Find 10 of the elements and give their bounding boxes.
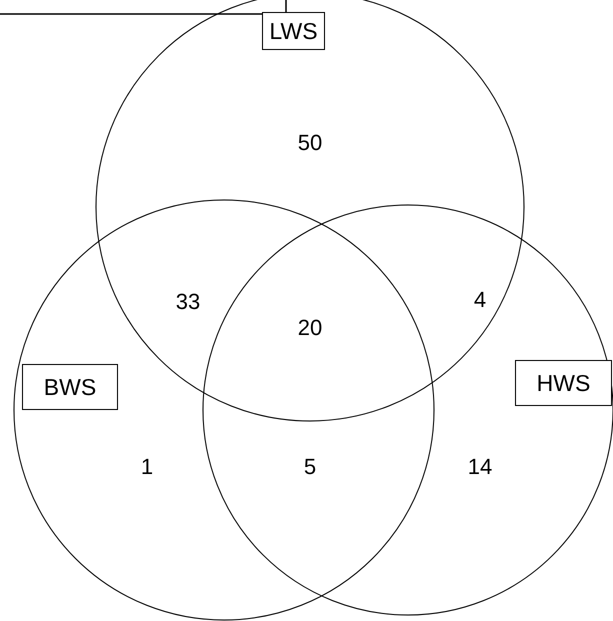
region-count: 14 xyxy=(468,454,492,480)
region-count: 5 xyxy=(304,454,316,480)
region-count: 20 xyxy=(298,315,322,341)
region-count: 33 xyxy=(176,289,200,315)
set-label-box: LWS xyxy=(262,12,325,50)
set-label-box: HWS xyxy=(515,360,612,406)
set-label-box: BWS xyxy=(22,364,118,410)
region-count: 1 xyxy=(140,454,154,480)
region-count: 50 xyxy=(298,130,322,156)
region-count: 4 xyxy=(474,287,486,313)
